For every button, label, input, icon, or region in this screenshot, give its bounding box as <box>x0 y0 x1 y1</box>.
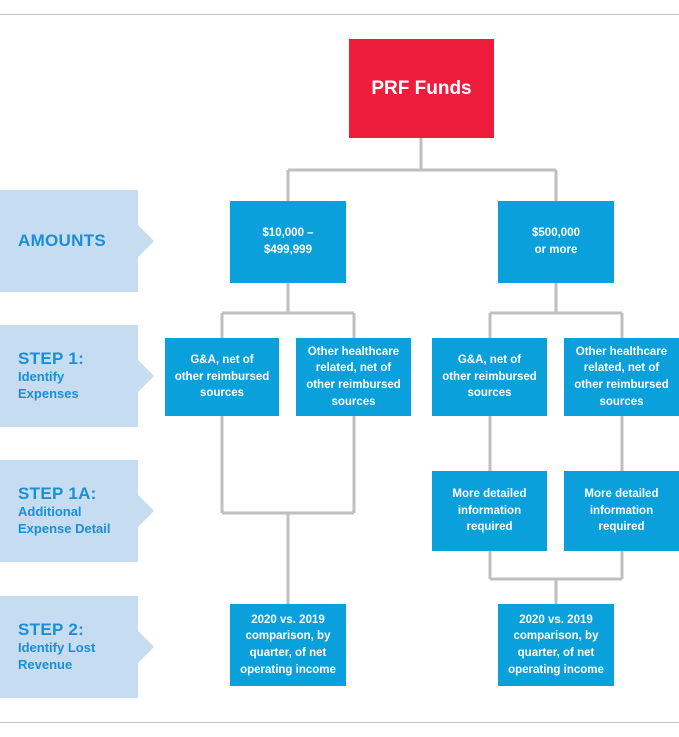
row-label-title: STEP 2: <box>18 619 85 639</box>
row-label-step1: STEP 1: Identify Expenses <box>0 325 154 427</box>
connector-high-step1-to-detail <box>488 416 624 471</box>
row-label-subtitle: Identify Lost Revenue <box>18 640 96 673</box>
row-label-title: STEP 1: <box>18 348 85 368</box>
row-label-title: AMOUNTS <box>18 230 107 250</box>
connector-low-amount-to-step1 <box>220 283 356 338</box>
node-amount-high: $500,000 or more <box>498 201 614 283</box>
row-label-subtitle: Identify Expenses <box>18 369 79 402</box>
top-divider <box>0 14 679 15</box>
connector-high-amount-to-step1 <box>488 283 624 338</box>
node-high-other: Other healthcare related, net of other r… <box>564 338 679 416</box>
node-amount-low: $10,000 – $499,999 <box>230 201 346 283</box>
node-low-other: Other healthcare related, net of other r… <box>296 338 411 416</box>
node-low-ga: G&A, net of other reimbursed sources <box>165 338 279 416</box>
row-label-subtitle: Additional Expense Detail <box>18 504 111 537</box>
row-label-step2: STEP 2: Identify Lost Revenue <box>0 596 154 698</box>
bottom-divider <box>0 722 679 723</box>
node-detail-left: More detailed information required <box>432 471 547 551</box>
row-label-title: STEP 1A: <box>18 483 97 503</box>
node-high-step2: 2020 vs. 2019 comparison, by quarter, of… <box>498 604 614 686</box>
row-label-amounts: AMOUNTS <box>0 190 154 292</box>
node-detail-right: More detailed information required <box>564 471 679 551</box>
node-high-ga: G&A, net of other reimbursed sources <box>432 338 547 416</box>
root-node-prf-funds: PRF Funds <box>349 39 494 138</box>
connector-high-detail-to-step2 <box>488 551 624 604</box>
connector-low-step1-to-step2 <box>220 416 356 604</box>
row-label-step1a: STEP 1A: Additional Expense Detail <box>0 460 154 562</box>
node-low-step2: 2020 vs. 2019 comparison, by quarter, of… <box>230 604 346 686</box>
connector-root-to-amounts <box>286 138 558 201</box>
